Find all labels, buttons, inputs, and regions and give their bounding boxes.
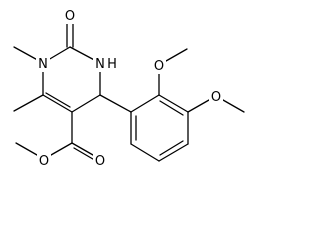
methoxy-o-right-label: O [211,90,221,105]
methoxy-o-top-label: O [154,59,164,74]
ester-o-single-label: O [39,154,49,169]
pyrimidinone-ring [42,46,101,113]
carbonyl-o-label: O [65,9,75,24]
bond-c4-aryl [99,94,132,113]
bond-ar-4 [158,143,189,162]
ester-group [15,111,101,163]
bond-c5-c6 [42,94,73,113]
ester-o-double-label: O [95,154,105,169]
n1-label: N [38,57,48,72]
bond-ar-5 [130,143,160,162]
nh-h-label: H [107,57,117,72]
bond-c4-c5 [71,94,101,113]
dimethoxyphenyl-ring [99,94,189,162]
bond-ar-2 [158,94,189,113]
bond-c5-c6-inner [45,92,71,108]
structure-canvas: O N N H O O O O [13,8,245,169]
bond-ar-4-inner [159,140,184,156]
molecule-drawing: O N N H O O O O [13,8,245,169]
bond-ar-2-inner [159,100,184,116]
bond-ar-1 [130,94,160,113]
carbonyl-group [66,19,74,48]
bond-c-methyl [13,94,44,112]
nh-n-label: N [95,57,105,72]
